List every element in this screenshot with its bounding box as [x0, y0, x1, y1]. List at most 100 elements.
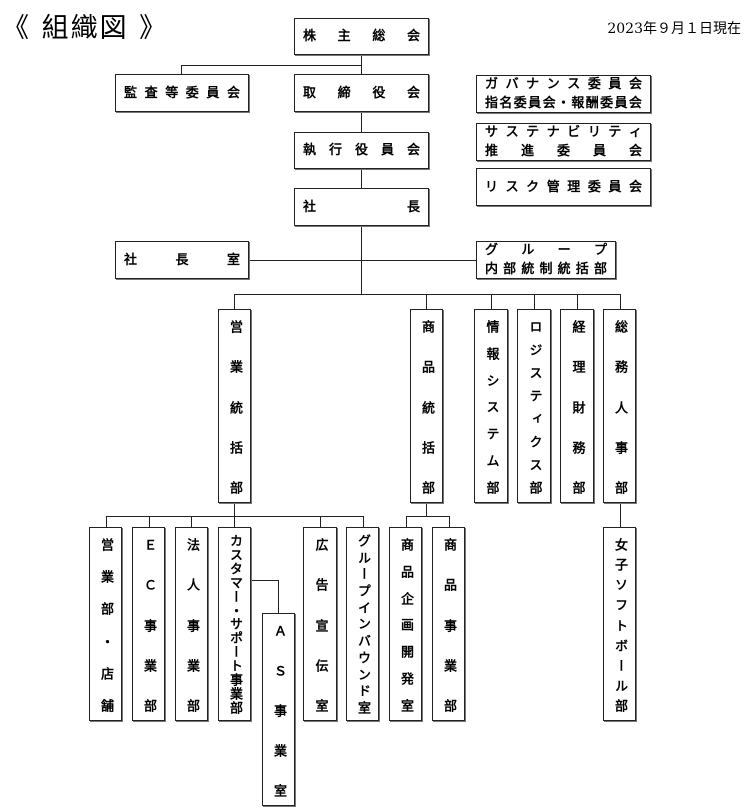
label-char: ウ — [355, 650, 370, 664]
label-char: 室 — [355, 700, 370, 714]
shareholders-meeting-box: 株主総会 — [294, 18, 429, 55]
label-char: 委 — [556, 144, 570, 159]
sustainability-committee-box: サステナビリティ 推進委員会 — [476, 123, 651, 161]
label-char: ポ — [227, 631, 242, 645]
label-char: 子 — [612, 558, 627, 572]
label-char: 取 — [303, 85, 317, 101]
label-char: 事 — [227, 673, 242, 687]
label-char: 会 — [628, 96, 642, 111]
label-char: 事 — [271, 704, 286, 717]
label-char: 会 — [628, 179, 642, 195]
label-char: 室 — [226, 252, 240, 268]
label-char: Ｓ — [271, 664, 286, 677]
label-char: ク — [526, 179, 540, 195]
label-char: 株 — [303, 29, 317, 44]
label-char: 業 — [184, 658, 199, 672]
label-char: 商 — [398, 538, 413, 551]
connector — [234, 294, 235, 309]
label-char: 画 — [398, 618, 413, 632]
label-char: 事 — [141, 618, 156, 632]
label-char: 告 — [312, 578, 328, 592]
label-char: ナ — [546, 125, 560, 140]
label-char: 部 — [141, 699, 156, 712]
label-char: 室 — [312, 699, 328, 712]
box-label: 株主総会 — [303, 27, 420, 46]
label-char: ン — [355, 617, 370, 631]
connector — [449, 516, 450, 527]
label-char: Ｅ — [141, 538, 156, 551]
as-of-date: 2023年９月１日現在 — [607, 21, 741, 37]
product-planning-box: 商品企画開発室 — [389, 527, 422, 721]
label-char: 括 — [575, 262, 589, 277]
label-char: 理 — [569, 360, 585, 374]
label-char: 行 — [328, 143, 342, 158]
label-char: ー — [227, 589, 242, 603]
box-label: 指名委員会・報酬委員会 — [485, 94, 642, 113]
connector — [106, 516, 107, 527]
risk-committee-box: リスク管理委員会 — [476, 168, 651, 206]
label-char: 員 — [380, 143, 394, 158]
label-char: 社 — [124, 252, 138, 268]
connector — [181, 65, 182, 74]
label-char: 報 — [571, 96, 585, 111]
connector — [234, 503, 235, 527]
sales-division-box: 営業統括部 — [218, 309, 251, 503]
general-affairs-hr-box: 総務人事部 — [603, 309, 636, 503]
box-label: 監査等委員会 — [124, 84, 240, 103]
label-char: バ — [355, 634, 370, 648]
label-char: 内 — [485, 262, 499, 277]
label-char: ジ — [526, 343, 542, 356]
connector — [106, 516, 363, 517]
label-char: 員 — [592, 144, 606, 159]
label-char: 室 — [271, 784, 286, 797]
label-char: ス — [505, 179, 519, 195]
label-char: カ — [227, 534, 242, 547]
label-char: 部 — [419, 481, 434, 494]
box-label: 取締役会 — [303, 84, 420, 103]
label-char: グ — [355, 534, 370, 547]
label-char: 営 — [98, 538, 113, 551]
group-internal-control-box: グループ 内部統制統括部 — [476, 241, 616, 279]
label-char: 統 — [227, 400, 242, 414]
label-char: 会 — [542, 96, 556, 111]
label-char: ン — [355, 667, 370, 681]
box-label: サステナビリティ — [485, 123, 642, 142]
label-char: 報 — [483, 346, 499, 360]
label-char: 部 — [98, 602, 113, 616]
label-char: 業 — [441, 658, 456, 672]
label-char: 品 — [398, 564, 413, 578]
label-char: 女 — [612, 538, 627, 551]
connector — [149, 516, 150, 527]
connector — [406, 516, 449, 517]
label-char: ク — [526, 435, 542, 448]
label-char: ビ — [567, 125, 581, 140]
label-char: 部 — [526, 481, 542, 494]
label-char: ス — [483, 400, 499, 414]
label-char: 制 — [539, 262, 553, 277]
label-char: ・ — [227, 603, 242, 617]
label-char: ム — [483, 454, 499, 468]
label-char: 主 — [337, 29, 351, 44]
box-label: 内部統制統括部 — [485, 260, 607, 279]
label-char: 商 — [419, 320, 434, 333]
connector — [620, 294, 621, 309]
label-char: ガ — [485, 77, 499, 92]
label-char: Ａ — [271, 624, 286, 637]
label-char: 部 — [184, 699, 199, 712]
label-char: テ — [608, 125, 622, 140]
label-char: ル — [355, 550, 370, 564]
label-char: 部 — [612, 699, 627, 712]
connector — [534, 294, 535, 309]
label-char: 情 — [483, 320, 499, 333]
label-char: ス — [526, 366, 542, 379]
governance-committee-box: ガバナンス委員会 指名委員会・報酬委員会 — [476, 75, 651, 113]
label-char: シ — [483, 373, 499, 387]
corporate-business-box: 法人事業部 — [175, 527, 208, 721]
label-char: プ — [355, 584, 370, 598]
label-char: 員 — [608, 179, 622, 195]
connector — [620, 503, 621, 527]
connector — [426, 503, 427, 516]
label-char: 業 — [227, 360, 242, 374]
label-char: テ — [483, 427, 499, 441]
